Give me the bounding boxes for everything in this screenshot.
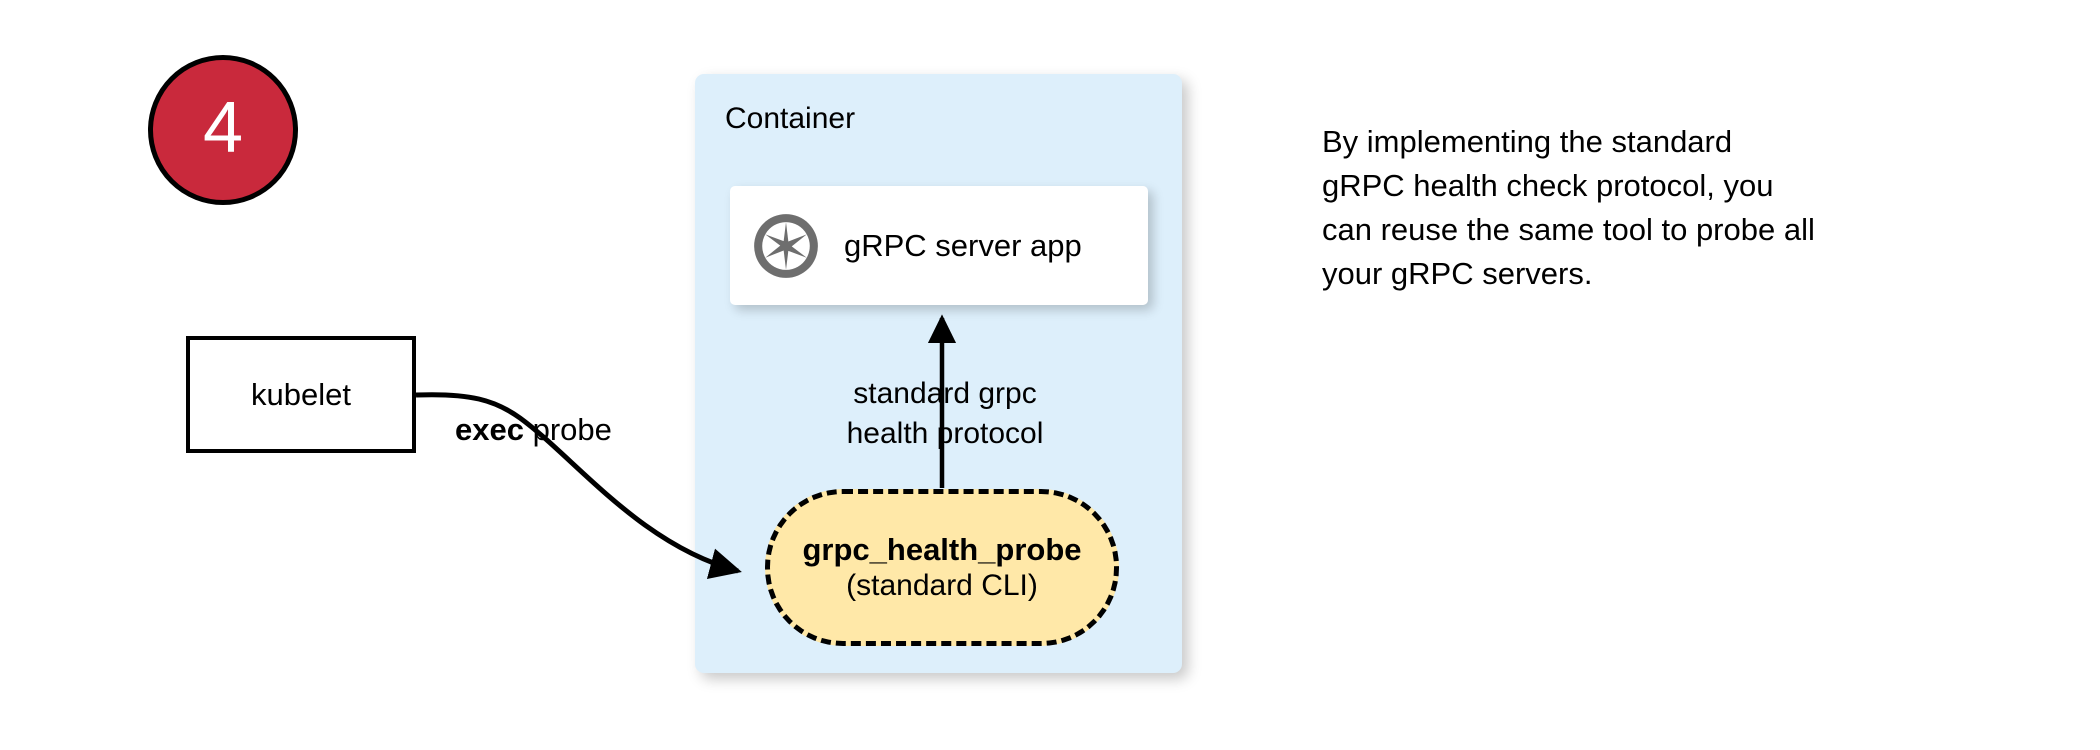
exec-probe-keyword: exec	[455, 412, 524, 447]
caption-line-2: gRPC health check protocol, you	[1322, 168, 1774, 204]
grpc-health-probe-node: grpc_health_probe (standard CLI)	[765, 489, 1119, 646]
container-label: Container	[725, 102, 856, 135]
grpc-server-app-card: gRPC server app	[730, 186, 1148, 305]
kubelet-node: kubelet	[186, 336, 416, 453]
protocol-edge-label-line1: standard grpc	[853, 377, 1037, 410]
grpc-health-probe-subtitle: (standard CLI)	[846, 569, 1038, 603]
step-number-badge: 4	[148, 55, 298, 205]
grpc-server-app-label: gRPC server app	[844, 227, 1082, 263]
protocol-edge-label-line2: health protocol	[846, 416, 1044, 450]
protocol-edge-label: standard grpc health protocol	[830, 374, 1060, 453]
step-number-label: 4	[202, 88, 244, 168]
exec-probe-edge-label: exec probe	[455, 412, 612, 448]
caption-line-4: your gRPC servers.	[1322, 256, 1593, 292]
aperture-icon	[754, 213, 818, 278]
caption-text: By implementing the standard gRPC health…	[1322, 120, 1922, 296]
caption-line-3: can reuse the same tool to probe all	[1322, 212, 1815, 248]
caption-line-1: By implementing the standard	[1322, 124, 1733, 159]
kubelet-label: kubelet	[251, 376, 351, 412]
exec-probe-suffix: probe	[523, 412, 612, 447]
grpc-health-probe-title: grpc_health_probe	[802, 531, 1082, 567]
